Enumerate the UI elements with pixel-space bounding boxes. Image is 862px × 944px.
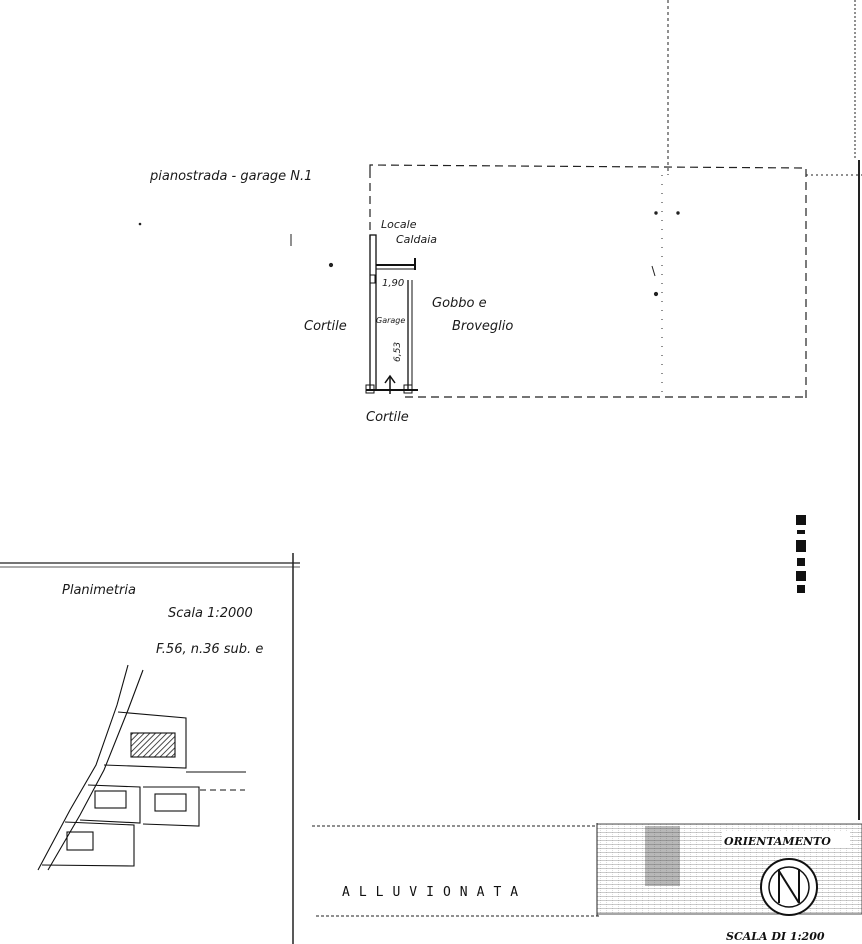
garage-depth-dimension: 6,53	[393, 342, 403, 362]
garage-width-dimension: 1,90	[382, 278, 404, 289]
planimetria-scale: Scala 1:2000	[168, 606, 253, 621]
alluvionata-label: ALLUVIONATA	[342, 885, 527, 900]
north-arrow-icon	[760, 858, 818, 916]
cortile-south-label: Cortile	[366, 410, 409, 425]
planimetria-title: Planimetria	[62, 583, 136, 598]
cortile-west-label: Cortile	[304, 319, 347, 334]
scala-label: SCALA DI 1:200	[726, 930, 825, 943]
grid-shading	[645, 826, 680, 886]
garage-label: Garage	[376, 316, 405, 325]
orientamento-label: ORIENTAMENTO	[724, 835, 831, 848]
site-plan-map	[37, 664, 246, 871]
floor-plan-title: pianostrada - garage N.1	[149, 169, 312, 184]
garage-unit	[365, 234, 418, 394]
side-stamp	[796, 515, 806, 593]
property-outline	[369, 164, 807, 398]
neighbor-label-line1: Gobbo e	[432, 296, 487, 311]
locale-caldaia-label-line2: Caldaia	[396, 233, 437, 246]
orientamento-box	[722, 832, 850, 848]
title-block-lines	[312, 823, 600, 917]
neighbor-label-line2: Broveglio	[452, 319, 513, 334]
stray-marks	[138, 211, 680, 297]
locale-caldaia-label-line1: Locale	[381, 218, 417, 231]
planimetria-reference: F.56, n.36 sub. e	[156, 642, 263, 657]
